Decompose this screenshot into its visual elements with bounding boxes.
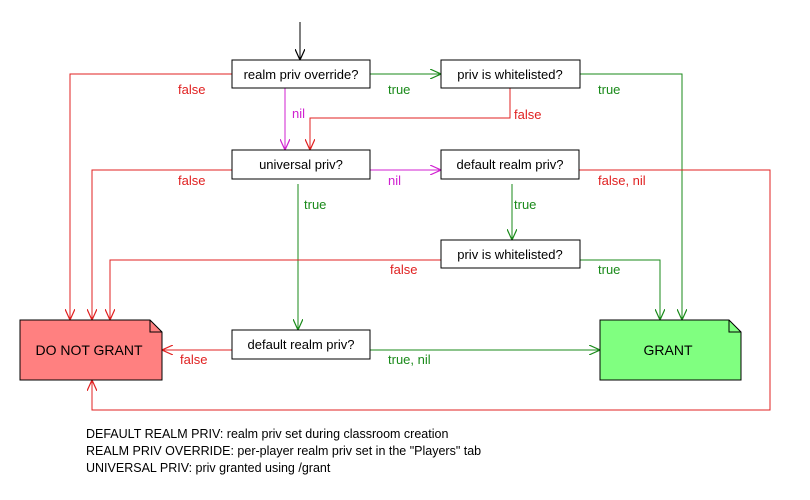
node-default-realm-mid-label: default realm priv? [457, 157, 564, 172]
label-drp-mid-true: true [514, 197, 536, 212]
node-default-realm-bottom-label: default realm priv? [248, 337, 355, 352]
edge-wl-mid-true [580, 259, 660, 320]
node-whitelist-top: priv is whitelisted? [440, 59, 581, 89]
legend-universal-priv: UNIVERSAL PRIV: priv granted using /gran… [86, 461, 331, 475]
node-realm-override-label: realm priv override? [244, 67, 359, 82]
node-whitelist-mid-label: priv is whitelisted? [457, 247, 563, 262]
node-universal: universal priv? [231, 149, 371, 180]
label-drp-bottom-false: false [180, 352, 207, 367]
label-universal-false: false [178, 173, 205, 188]
label-drp-mid-false-nil: false, nil [598, 173, 646, 188]
label-override-nil: nil [292, 106, 305, 121]
label-override-false: false [178, 82, 205, 97]
label-wl-top-true: true [598, 82, 620, 97]
node-whitelist-top-label: priv is whitelisted? [457, 67, 563, 82]
label-override-true: true [388, 82, 410, 97]
node-default-realm-bottom: default realm priv? [231, 329, 371, 360]
edge-universal-false [92, 169, 232, 320]
node-default-realm-mid: default realm priv? [440, 149, 580, 180]
label-wl-mid-true: true [598, 262, 620, 277]
node-universal-label: universal priv? [259, 157, 343, 172]
node-whitelist-mid: priv is whitelisted? [440, 239, 581, 269]
edge-wl-mid-false [110, 259, 441, 320]
label-universal-nil: nil [388, 173, 401, 188]
label-wl-mid-false: false [390, 262, 417, 277]
node-realm-override: realm priv override? [231, 59, 371, 89]
label-universal-true: true [304, 197, 326, 212]
edge-drp-mid-false-nil [92, 169, 771, 411]
label-drp-bottom-true-nil: true, nil [388, 352, 431, 367]
label-wl-top-false: false [514, 107, 541, 122]
node-grant: GRANT [599, 319, 742, 381]
legend-default-realm-priv: DEFAULT REALM PRIV: realm priv set durin… [86, 427, 449, 441]
edge-override-false [70, 73, 232, 320]
edge-wl-top-true [580, 73, 682, 320]
node-do-not-grant-label: DO NOT GRANT [35, 342, 143, 358]
legend: DEFAULT REALM PRIV: realm priv set durin… [86, 426, 481, 477]
node-do-not-grant: DO NOT GRANT [19, 319, 163, 381]
legend-realm-priv-override: REALM PRIV OVERRIDE: per-player realm pr… [86, 444, 482, 458]
node-grant-label: GRANT [644, 342, 693, 358]
edge-wl-top-false [310, 88, 511, 150]
